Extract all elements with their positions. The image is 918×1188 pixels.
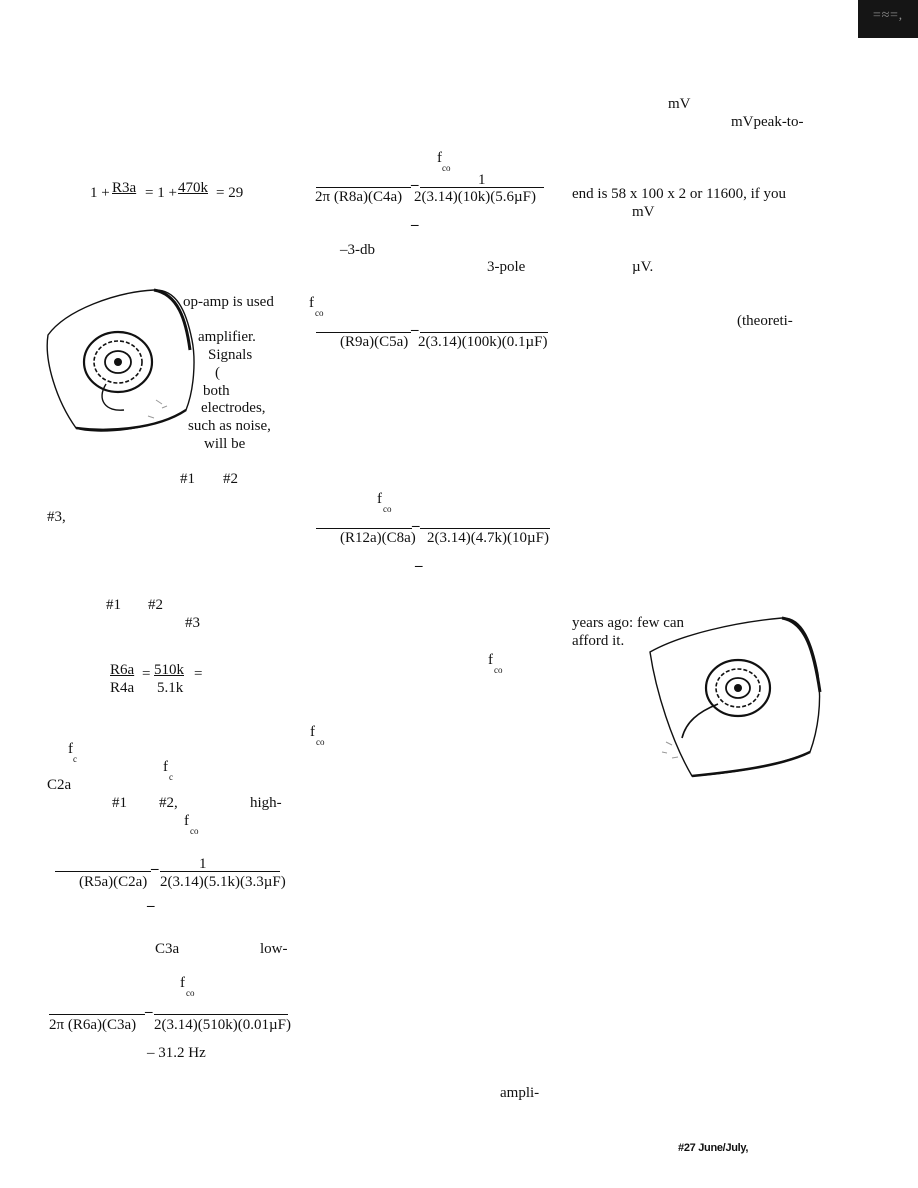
- gain-num2: 470k: [178, 180, 208, 196]
- ratio-den: R4a: [110, 680, 135, 696]
- gain-result: = 29: [216, 185, 244, 201]
- gain-num: R3a: [112, 180, 137, 196]
- electrode-illustration-left: [46, 288, 195, 432]
- ratio-eq2: =: [194, 666, 203, 682]
- fraction-bar: [55, 871, 151, 872]
- fco-subscript: co: [383, 504, 392, 514]
- ref-filter-2: #2,: [159, 795, 178, 811]
- ref-amp-3: #3,: [47, 509, 66, 525]
- fco-subscript: co: [494, 665, 503, 675]
- ampli-word: ampli-: [500, 1085, 540, 1101]
- fc-symbol: f: [68, 741, 73, 757]
- caption-line: Signals: [208, 347, 253, 363]
- ref-amp-2: #2: [223, 471, 238, 487]
- caption-line: (: [215, 365, 220, 381]
- eq2-den: (R9a)(C5a): [340, 334, 409, 350]
- fco-symbol: f: [310, 724, 315, 740]
- hp-dash: –: [151, 861, 159, 877]
- fco-subscript: co: [190, 826, 199, 836]
- fco-subscript: co: [316, 737, 325, 747]
- fco-symbol: f: [184, 813, 189, 829]
- gain-lead: 1 +: [90, 185, 110, 201]
- hp-one: 1: [199, 856, 207, 872]
- electrode-illustration-right: [649, 616, 822, 778]
- eq1-result: –: [411, 217, 419, 233]
- fco-symbol: f: [488, 652, 493, 668]
- eq1-one: 1: [478, 172, 486, 188]
- caption-line: electrodes,: [201, 400, 266, 416]
- fc-subscript: c: [169, 772, 173, 782]
- fraction-bar: [316, 187, 411, 188]
- pole-note: 3-pole: [487, 259, 526, 275]
- page-corner-mark: =≈=,: [872, 8, 903, 23]
- eq2-den2: 2(3.14)(100k)(0.1µF): [418, 334, 548, 350]
- uv-unit: µV.: [632, 259, 654, 275]
- ratio-num: R6a: [110, 662, 135, 678]
- eq2-dash: –: [411, 322, 419, 338]
- c2a-label: C2a: [47, 777, 72, 793]
- afford-line: afford it.: [572, 633, 625, 649]
- fco-symbol: f: [437, 150, 442, 166]
- fraction-bar: [49, 1014, 145, 1015]
- db-note: –3-db: [340, 242, 375, 258]
- ref-amp-1: #1: [180, 471, 195, 487]
- fraction-bar: [420, 332, 548, 333]
- fco-symbol: f: [377, 491, 382, 507]
- caption-line: such as noise,: [188, 418, 271, 434]
- eq1-dash: –: [411, 177, 419, 193]
- fco-subscript: co: [186, 988, 195, 998]
- caption-line: both: [203, 383, 230, 399]
- fraction-bar: [160, 871, 280, 872]
- hp-result: –: [147, 898, 155, 914]
- fco-symbol: f: [309, 295, 314, 311]
- low-word: low-: [260, 941, 288, 957]
- lp-result: – 31.2 Hz: [147, 1045, 206, 1061]
- c3a-label: C3a: [155, 941, 180, 957]
- fc-subscript: c: [73, 754, 77, 764]
- fraction-bar: [316, 528, 412, 529]
- caption-line: op-amp is used: [183, 294, 274, 310]
- ratio-eq: =: [142, 666, 151, 682]
- caption-line: amplifier.: [198, 329, 256, 345]
- fco-subscript: co: [442, 163, 451, 173]
- eq1-den: 2π (R8a)(C4a): [315, 189, 403, 205]
- ref-filter-1: #1: [112, 795, 127, 811]
- hp-den: (R5a)(C2a): [79, 874, 148, 890]
- ratio-den2: 5.1k: [157, 680, 184, 696]
- lp-dash: –: [145, 1004, 153, 1020]
- lp-den: 2π (R6a)(C3a): [49, 1017, 137, 1033]
- eq1-den2: 2(3.14)(10k)(5.6µF): [414, 189, 536, 205]
- eq3-dash: –: [412, 518, 420, 534]
- high-word: high-: [250, 795, 282, 811]
- mv-peak-to: mVpeak-to-: [731, 114, 804, 130]
- years-line: years ago: few can: [572, 615, 685, 631]
- issue-footer: #27 June/July,: [678, 1142, 749, 1154]
- fco-subscript: co: [315, 308, 324, 318]
- gain-eq: = 1 +: [145, 185, 177, 201]
- theoreti-word: (theoreti-: [737, 313, 793, 329]
- fraction-bar: [420, 528, 550, 529]
- mv-unit: mV: [668, 96, 691, 112]
- ref-stage-2: #2: [148, 597, 163, 613]
- fraction-bar: [316, 332, 411, 333]
- caption-line: will be: [204, 436, 246, 452]
- gain-line: end is 58 x 100 x 2 or 11600, if you: [572, 186, 787, 202]
- ref-stage-3: #3: [185, 615, 200, 631]
- hp-den2: 2(3.14)(5.1k)(3.3µF): [160, 874, 286, 890]
- eq3-result: –: [415, 558, 423, 574]
- ratio-num2: 510k: [154, 662, 184, 678]
- page-corner-tab: [858, 0, 918, 38]
- ref-stage-1: #1: [106, 597, 121, 613]
- fc-symbol: f: [163, 759, 168, 775]
- eq3-den2: 2(3.14)(4.7k)(10µF): [427, 530, 549, 546]
- lp-den2: 2(3.14)(510k)(0.01µF): [154, 1017, 291, 1033]
- fco-symbol: f: [180, 975, 185, 991]
- eq3-den: (R12a)(C8a): [340, 530, 416, 546]
- fraction-bar: [420, 187, 544, 188]
- mv-unit: mV: [632, 204, 655, 220]
- fraction-bar: [154, 1014, 288, 1015]
